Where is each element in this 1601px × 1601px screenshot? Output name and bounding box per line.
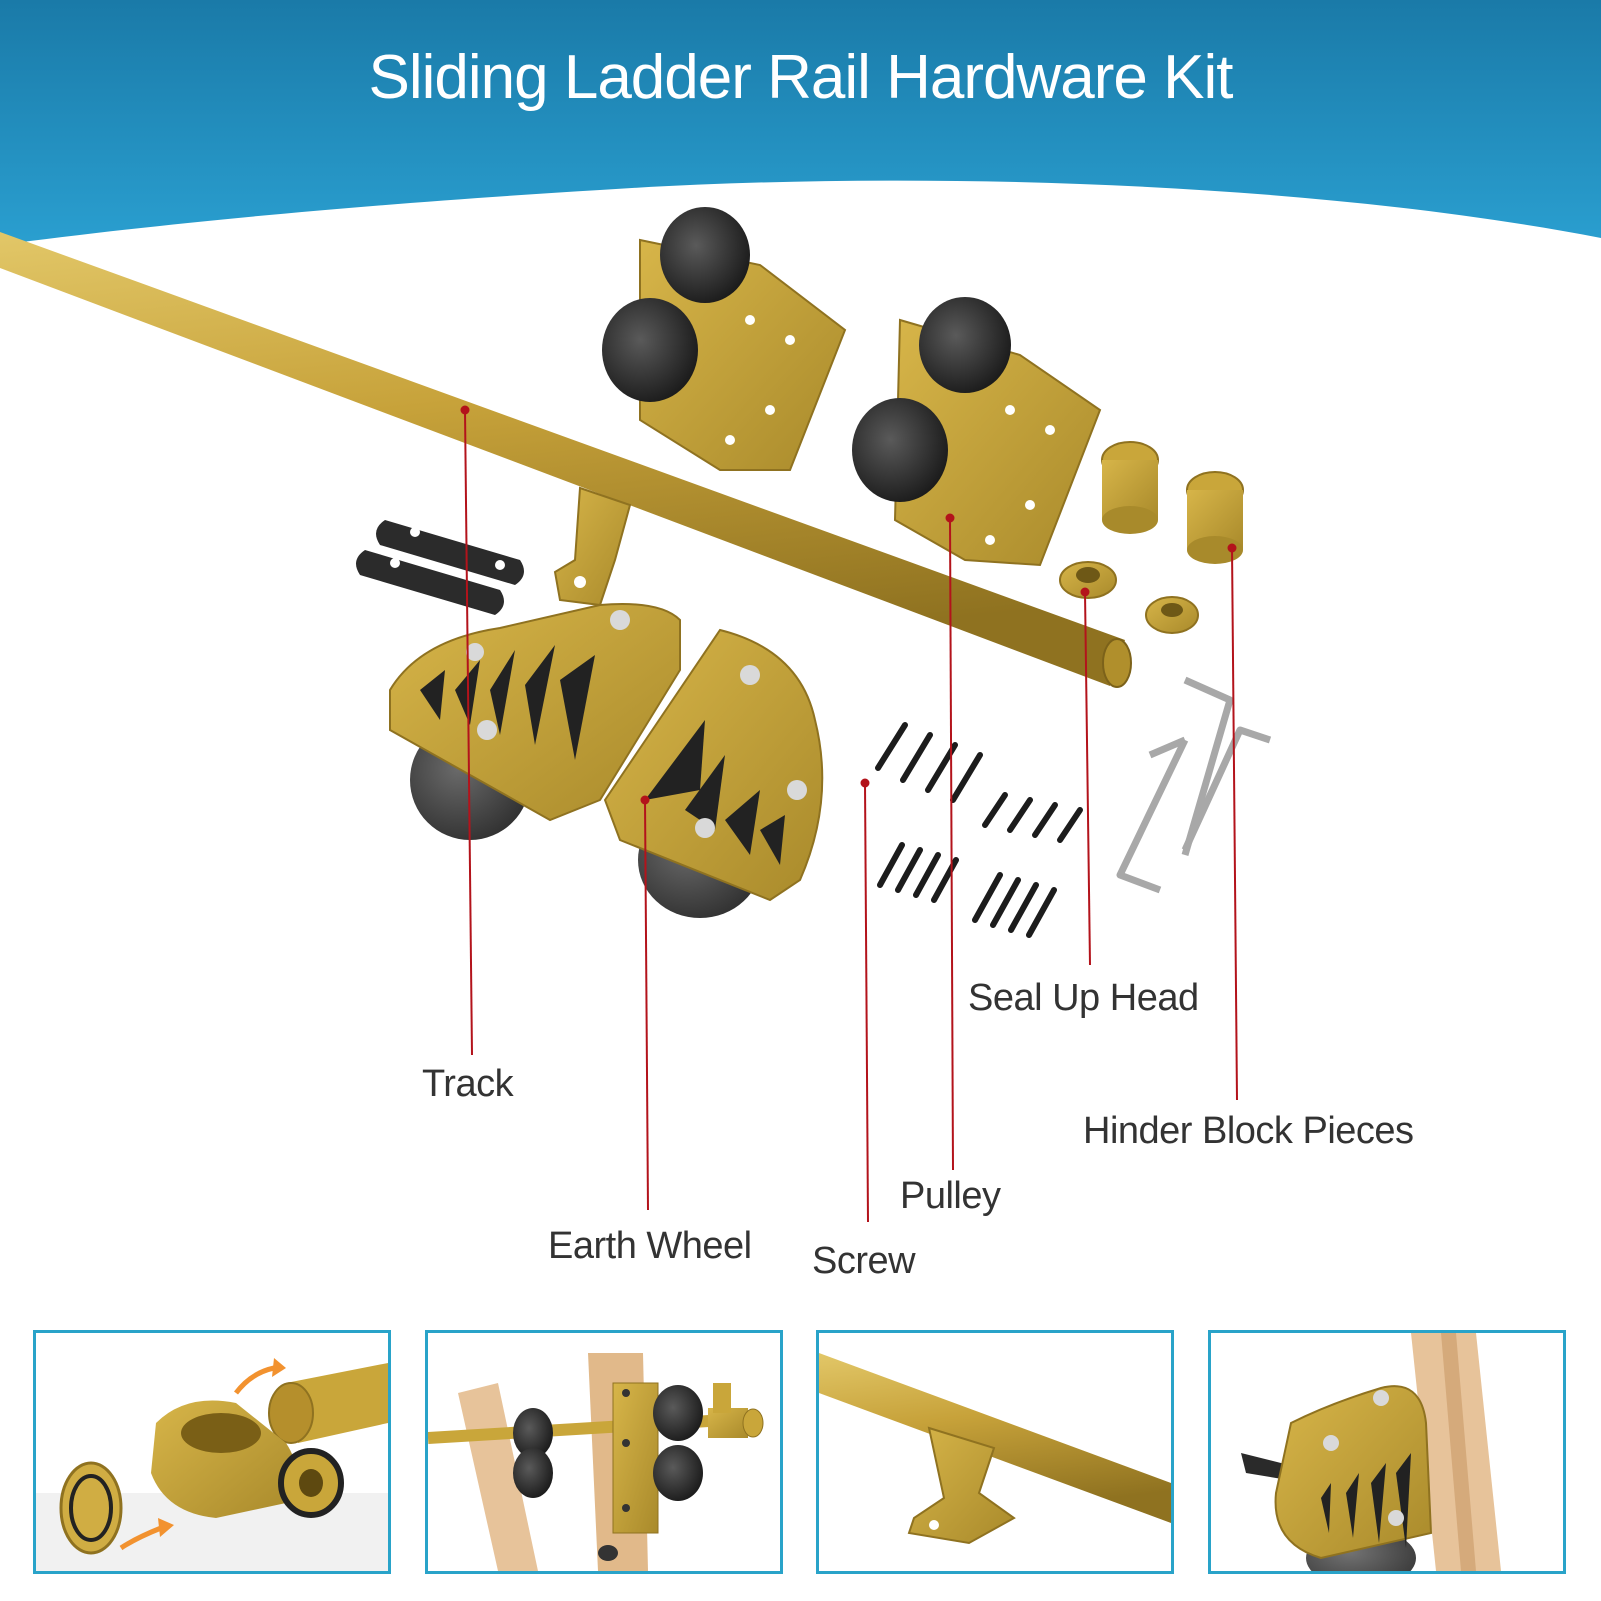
panel-track-bracket [816, 1330, 1174, 1574]
hex-keys [1116, 676, 1272, 894]
header-banner: Sliding Ladder Rail Hardware Kit [0, 0, 1601, 250]
track-bracket [553, 486, 632, 607]
callout-track: Track [422, 1063, 514, 1105]
callout-screw: Screw [812, 1240, 916, 1282]
callout-seal-up-head: Seal Up Head [968, 977, 1199, 1019]
seal-up-head-assembly-image [36, 1358, 388, 1571]
track-rod [0, 232, 1132, 688]
hinder-block-straps [356, 520, 524, 615]
pulley-on-ladder-image [428, 1353, 764, 1571]
callout-hinder-block-pieces: Hinder Block Pieces [1083, 1110, 1414, 1152]
page-title: Sliding Ladder Rail Hardware Kit [368, 43, 1233, 112]
callout-pulley: Pulley [900, 1175, 1001, 1217]
earth-wheel-1 [389, 603, 681, 840]
pulley-2 [852, 297, 1102, 567]
track-bracket-image [819, 1353, 1171, 1545]
panel-pulley-on-ladder [425, 1330, 783, 1574]
panel-earth-wheel-on-ladder [1208, 1330, 1566, 1574]
pulley-1 [602, 207, 847, 471]
callout-earth-wheel: Earth Wheel [548, 1225, 752, 1267]
screws [875, 722, 1083, 938]
banner-background [0, 0, 1601, 245]
leader-lines [460, 405, 1238, 1223]
earth-wheel-on-ladder-image [1241, 1333, 1501, 1571]
seal-up-heads [1059, 441, 1244, 634]
earth-wheel-2 [603, 628, 824, 918]
panel-seal-up-head-assembly [33, 1330, 391, 1574]
